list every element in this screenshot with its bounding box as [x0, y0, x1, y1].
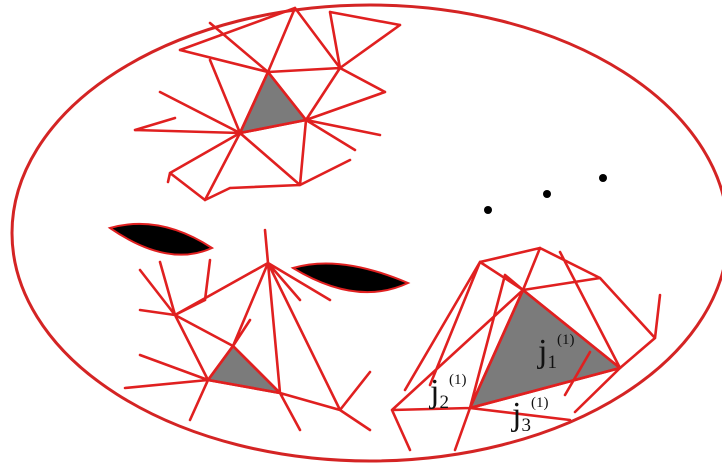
mesh-patch-top — [135, 8, 400, 200]
label-j2-base: j — [429, 373, 439, 410]
label-j3-sup: (1) — [531, 395, 549, 411]
mesh-patch-bottom-left — [125, 230, 370, 430]
mesh-edges-bottom-left — [125, 230, 370, 430]
label-j1-sup: (1) — [557, 332, 575, 348]
ellipsis-dot-1 — [484, 206, 492, 214]
label-j3-sub: 3 — [521, 415, 531, 436]
label-j2-sub: 2 — [439, 392, 449, 413]
label-j1-sub: 1 — [547, 352, 557, 373]
label-j2-sup: (1) — [449, 372, 467, 388]
shaded-cell-top — [240, 72, 306, 133]
label-j3-base: j — [511, 396, 521, 433]
label-j2: j2(1) — [429, 372, 466, 413]
ellipsis-dot-2 — [543, 190, 551, 198]
ellipsis-dot-3 — [599, 174, 607, 182]
inclusion-left — [110, 224, 212, 255]
label-j1-base: j — [537, 333, 547, 370]
